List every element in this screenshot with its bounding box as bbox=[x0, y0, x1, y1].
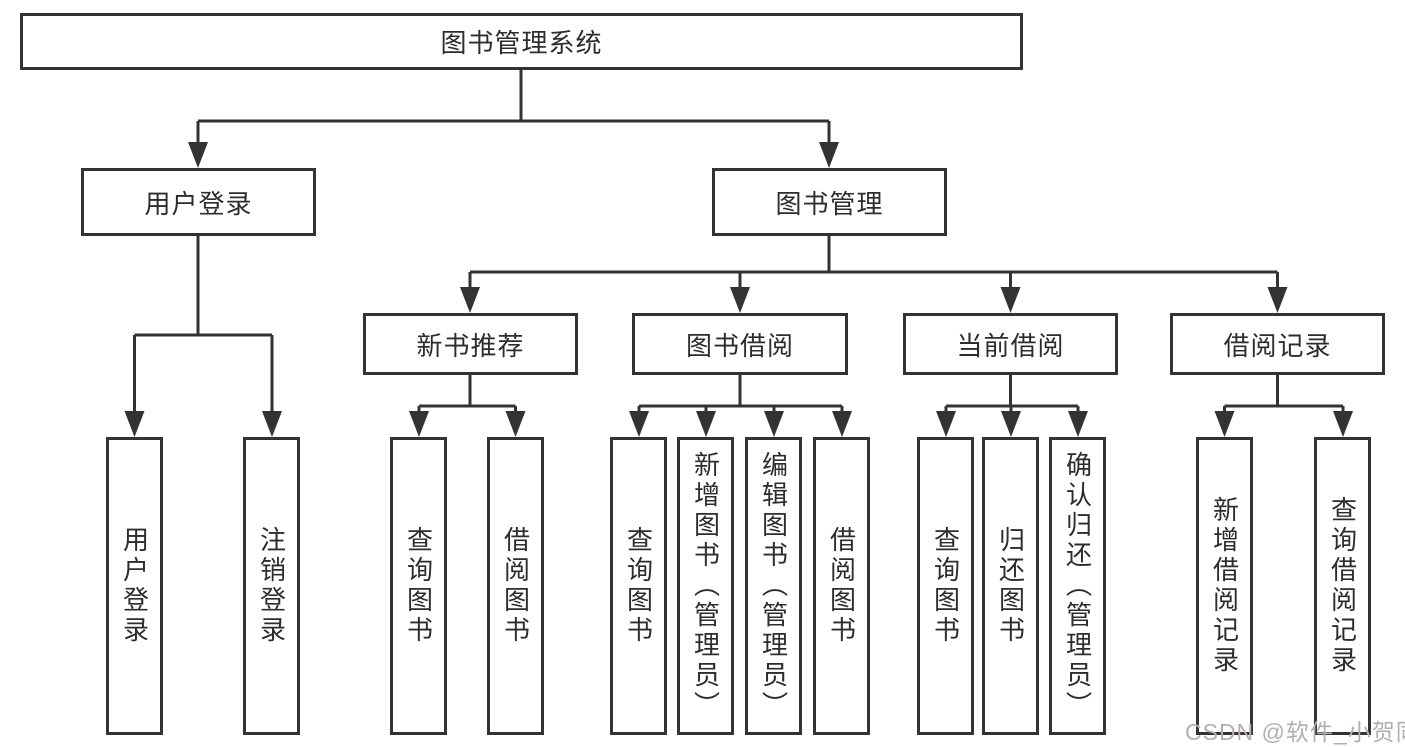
leaf-query-borrow-record: 查询借阅记录 bbox=[1314, 437, 1371, 735]
leaf-edit-book-admin: 编辑图书（管理员） bbox=[745, 437, 802, 735]
leaf-return-book: 归还图书 bbox=[982, 437, 1039, 735]
leaf-add-borrow-record: 新增借阅记录 bbox=[1196, 437, 1253, 735]
leaf-borrow-book: 借阅图书 bbox=[813, 437, 870, 735]
leaf-newbooks-query-book: 查询图书 bbox=[390, 437, 447, 735]
node-new-book-recommend: 新书推荐 bbox=[363, 313, 578, 375]
node-book-management: 图书管理 bbox=[712, 168, 947, 236]
node-root: 图书管理系统 bbox=[20, 13, 1023, 70]
node-borrow-records: 借阅记录 bbox=[1170, 313, 1385, 375]
leaf-newbooks-borrow-book: 借阅图书 bbox=[487, 437, 544, 735]
leaf-logout: 注销登录 bbox=[243, 437, 300, 735]
leaf-add-book-admin: 新增图书（管理员） bbox=[677, 437, 734, 735]
leaf-current-query-book: 查询图书 bbox=[917, 437, 974, 735]
leaf-confirm-return-admin: 确认归还（管理员） bbox=[1049, 437, 1106, 735]
csdn-watermark: CSDN @软件_小贺同学 bbox=[1185, 719, 1405, 745]
leaf-user-login: 用户登录 bbox=[106, 437, 163, 735]
leaf-borrow-query-book: 查询图书 bbox=[610, 437, 667, 735]
node-book-borrow: 图书借阅 bbox=[632, 313, 848, 375]
node-user-login: 用户登录 bbox=[81, 168, 316, 236]
node-current-borrow: 当前借阅 bbox=[903, 313, 1118, 375]
